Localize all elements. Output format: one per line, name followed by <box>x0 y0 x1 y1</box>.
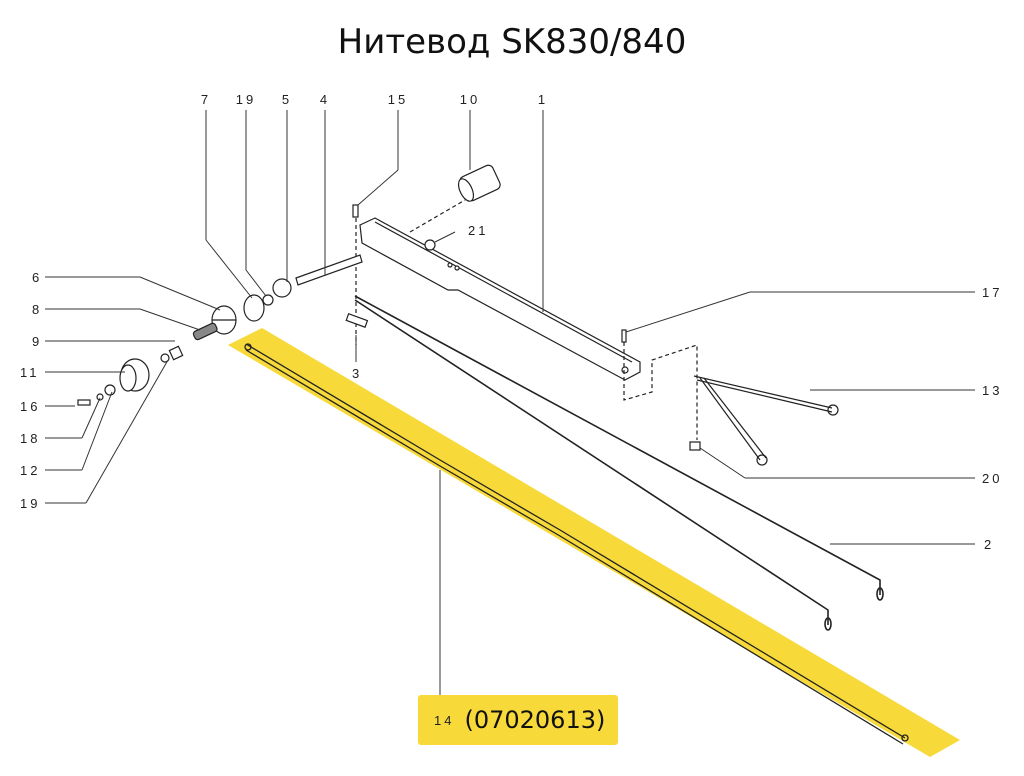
part-14-callout: 14 (07020613) <box>418 695 618 745</box>
label-1: 1 <box>538 92 548 107</box>
label-12: 12 <box>20 463 40 478</box>
shaft-assembly <box>77 254 363 406</box>
label-18: 18 <box>20 431 40 446</box>
label-8: 8 <box>32 302 42 317</box>
label-20: 20 <box>982 471 1002 486</box>
label-21: 21 <box>468 223 488 238</box>
label-11: 11 <box>20 365 40 380</box>
leader-lines <box>45 110 975 700</box>
part-1-bracket <box>359 217 641 381</box>
label-2: 2 <box>984 537 994 552</box>
label-19-top: 19 <box>236 92 256 107</box>
label-5: 5 <box>282 92 292 107</box>
right-assembly <box>621 329 839 466</box>
part-2-wire <box>354 295 884 631</box>
label-19-left: 19 <box>20 496 40 511</box>
part-14-code: (07020613) <box>464 706 606 734</box>
label-4: 4 <box>320 92 330 107</box>
label-15: 15 <box>388 92 408 107</box>
part-10-knob <box>409 164 501 233</box>
part-14-number: 14 <box>434 712 455 728</box>
part-15-screw <box>345 204 369 345</box>
part-14-rod <box>244 343 909 745</box>
label-6: 6 <box>32 270 42 285</box>
label-17: 17 <box>982 285 1002 300</box>
label-9: 9 <box>32 334 42 349</box>
label-10: 10 <box>460 92 480 107</box>
label-16: 16 <box>20 399 40 414</box>
page-title: Нитевод SK830/840 <box>337 22 687 62</box>
label-13: 13 <box>982 383 1002 398</box>
label-3: 3 <box>352 366 362 381</box>
part-14-highlight <box>228 328 960 757</box>
label-7: 7 <box>201 92 211 107</box>
